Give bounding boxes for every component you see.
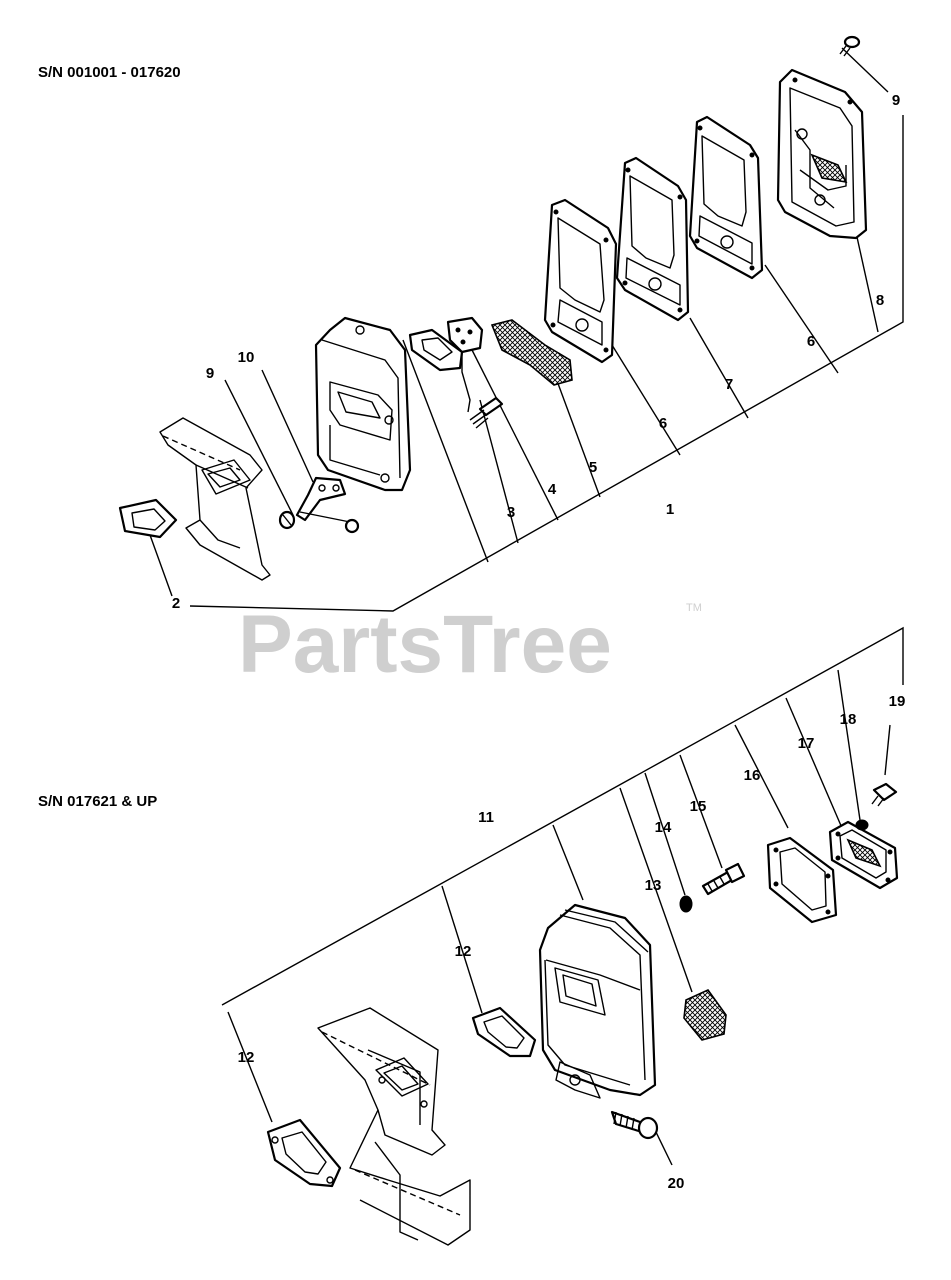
part-13-spark-screen bbox=[683, 989, 727, 1041]
lower-assembly: 11 12 12 13 14 15 16 17 18 19 20 bbox=[221, 626, 906, 1246]
upper-leader-lines bbox=[149, 47, 904, 612]
part-8-cover bbox=[776, 68, 868, 240]
part-17-cover-plate bbox=[828, 820, 899, 890]
callout-1: 1 bbox=[666, 501, 674, 518]
part-6-gasket-a bbox=[543, 198, 618, 364]
callout-6: 6 bbox=[659, 415, 667, 432]
part-16-gasket bbox=[766, 836, 838, 924]
callout-19: 19 bbox=[889, 693, 906, 710]
callout-9: 9 bbox=[206, 365, 214, 382]
callout-9: 9 bbox=[892, 92, 900, 109]
callout-13: 13 bbox=[645, 877, 662, 894]
part-1-muffler-upper bbox=[314, 316, 412, 492]
serial-range-lower: S/N 017621 & UP bbox=[38, 793, 157, 810]
upper-heat-shield bbox=[159, 417, 271, 581]
part-9-screw-top bbox=[839, 35, 861, 57]
part-5-spark-screen bbox=[490, 319, 573, 386]
watermark-trademark: TM bbox=[686, 602, 702, 614]
callout-11: 11 bbox=[478, 809, 494, 826]
part-20-bolt bbox=[610, 1110, 659, 1140]
callout-4: 4 bbox=[548, 481, 557, 498]
part-12-gasket-left bbox=[266, 1118, 342, 1188]
callout-17: 17 bbox=[798, 735, 815, 752]
part-12-gasket-mid bbox=[471, 1006, 537, 1058]
callout-14: 14 bbox=[655, 819, 672, 836]
part-7-gasket bbox=[615, 156, 690, 322]
part-10-bracket bbox=[295, 476, 360, 534]
lower-heat-shield bbox=[317, 1007, 471, 1246]
watermark-text: PartsTree bbox=[238, 599, 612, 690]
callout-2: 2 bbox=[172, 595, 180, 612]
part-18-washer bbox=[855, 819, 869, 831]
upper-assembly: 9 10 2 3 4 5 6 1 7 6 8 9 bbox=[118, 35, 904, 612]
callout-6: 6 bbox=[807, 333, 815, 350]
lower-leader-lines bbox=[221, 626, 904, 1166]
part-4-manifold bbox=[408, 316, 484, 413]
serial-range-upper: S/N 001001 - 017620 bbox=[38, 64, 181, 81]
callout-7: 7 bbox=[725, 376, 733, 393]
callout-18: 18 bbox=[840, 711, 857, 728]
callout-12: 12 bbox=[238, 1049, 255, 1066]
part-2-gasket bbox=[118, 498, 178, 539]
callout-12: 12 bbox=[455, 943, 472, 960]
part-6-gasket-b bbox=[688, 115, 764, 280]
callout-3: 3 bbox=[507, 504, 515, 521]
part-9-screw bbox=[278, 510, 296, 530]
part-11-muffler-lower bbox=[538, 903, 657, 1099]
callout-16: 16 bbox=[744, 767, 761, 784]
part-3-screw bbox=[469, 396, 504, 429]
part-19-screw bbox=[871, 782, 898, 807]
callout-10: 10 bbox=[238, 349, 255, 366]
callout-5: 5 bbox=[589, 459, 597, 476]
callout-15: 15 bbox=[690, 798, 707, 815]
callout-8: 8 bbox=[876, 292, 884, 309]
part-15-bolt bbox=[701, 862, 746, 896]
part-14-washer bbox=[679, 895, 693, 913]
watermark: PartsTree TM bbox=[238, 599, 702, 690]
callout-20: 20 bbox=[668, 1175, 685, 1192]
